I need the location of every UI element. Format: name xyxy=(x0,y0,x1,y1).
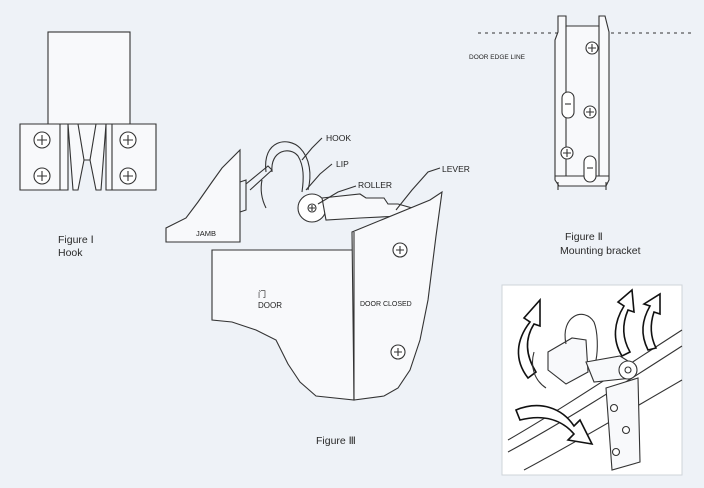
figure-2-caption: Figure Ⅱ xyxy=(565,231,603,243)
jamb-bracket xyxy=(239,179,247,213)
door-panel xyxy=(211,249,355,401)
inset-door-edge-line-2 xyxy=(507,345,683,453)
slot-icon xyxy=(561,91,575,119)
inset-door-edge-line-3 xyxy=(523,379,683,471)
hook-label: HOOK xyxy=(326,133,351,143)
hook-arm xyxy=(245,165,273,191)
lip-leader-line xyxy=(305,163,333,191)
screw-icon xyxy=(560,146,574,160)
roller-label: ROLLER xyxy=(358,180,392,190)
hook-curve xyxy=(265,141,311,191)
inset-bracket xyxy=(605,377,641,471)
figure-3-assembly: JAMB 门 DOOR DOOR CLOSED HOOK LIP ROLLER xyxy=(165,133,470,447)
hook-leader-line xyxy=(301,137,323,161)
inset-door-edge-line xyxy=(507,329,683,441)
roller-axle-icon xyxy=(307,203,317,213)
lever-leader-line xyxy=(395,167,441,211)
screw-icon xyxy=(583,105,597,119)
screw-icon xyxy=(611,447,621,457)
door-edge-line-label: DOOR EDGE LINE xyxy=(469,54,526,61)
screw-icon xyxy=(33,167,51,185)
door-label: DOOR xyxy=(258,301,282,310)
bracket-outline xyxy=(554,15,610,187)
arrow-up-icon xyxy=(517,297,541,380)
slot-icon xyxy=(583,155,597,183)
hook-tail xyxy=(260,179,267,209)
inset-hook-plate xyxy=(547,337,589,385)
jamb-block xyxy=(165,148,241,243)
screw-icon xyxy=(119,131,137,149)
figure-1-subcaption: Hook xyxy=(58,247,83,259)
roller-leader-line xyxy=(317,185,357,205)
lever-arm xyxy=(321,193,414,221)
hook-right-flange xyxy=(105,123,157,191)
hook-upper-plate xyxy=(47,31,131,127)
door-closed-plate xyxy=(351,190,443,401)
figure-2-subcaption: Mounting bracket xyxy=(560,245,641,257)
arrow-right-icon xyxy=(514,404,594,446)
hook-left-flange xyxy=(19,123,69,191)
lip-label: LIP xyxy=(336,159,349,169)
screw-icon xyxy=(621,425,631,435)
figure-3-caption: Figure Ⅲ xyxy=(316,435,356,447)
motion-mark-icon xyxy=(531,351,547,389)
inset-hook-curve xyxy=(564,313,598,361)
figure-1-caption: Figure Ⅰ xyxy=(58,234,94,246)
figure-2-mounting-bracket: DOOR EDGE LINE Figure Ⅱ Mounting bracket xyxy=(469,15,692,257)
screw-icon xyxy=(119,167,137,185)
lever-label: LEVER xyxy=(442,164,470,174)
jamb-label: JAMB xyxy=(196,229,216,238)
hook-notch-body xyxy=(67,123,107,191)
hook-flange-edges xyxy=(59,124,113,190)
door-glyph-label: 门 xyxy=(258,289,266,299)
screw-icon xyxy=(390,344,406,360)
hook-notch-lines xyxy=(77,123,97,161)
door-closed-label: DOOR CLOSED xyxy=(360,301,412,308)
screw-icon xyxy=(392,242,408,258)
hook-curve-inner xyxy=(271,150,304,193)
arrow-up-icon xyxy=(642,292,661,351)
screw-icon xyxy=(33,131,51,149)
bracket-feet xyxy=(557,182,607,190)
figure-1-hook: Figure Ⅰ Hook xyxy=(19,31,157,259)
screw-icon xyxy=(585,41,599,55)
screw-icon xyxy=(609,403,619,413)
inset-roller-axle-icon xyxy=(624,366,632,374)
inset-illustration xyxy=(501,284,683,476)
arrow-up-icon xyxy=(614,288,635,358)
